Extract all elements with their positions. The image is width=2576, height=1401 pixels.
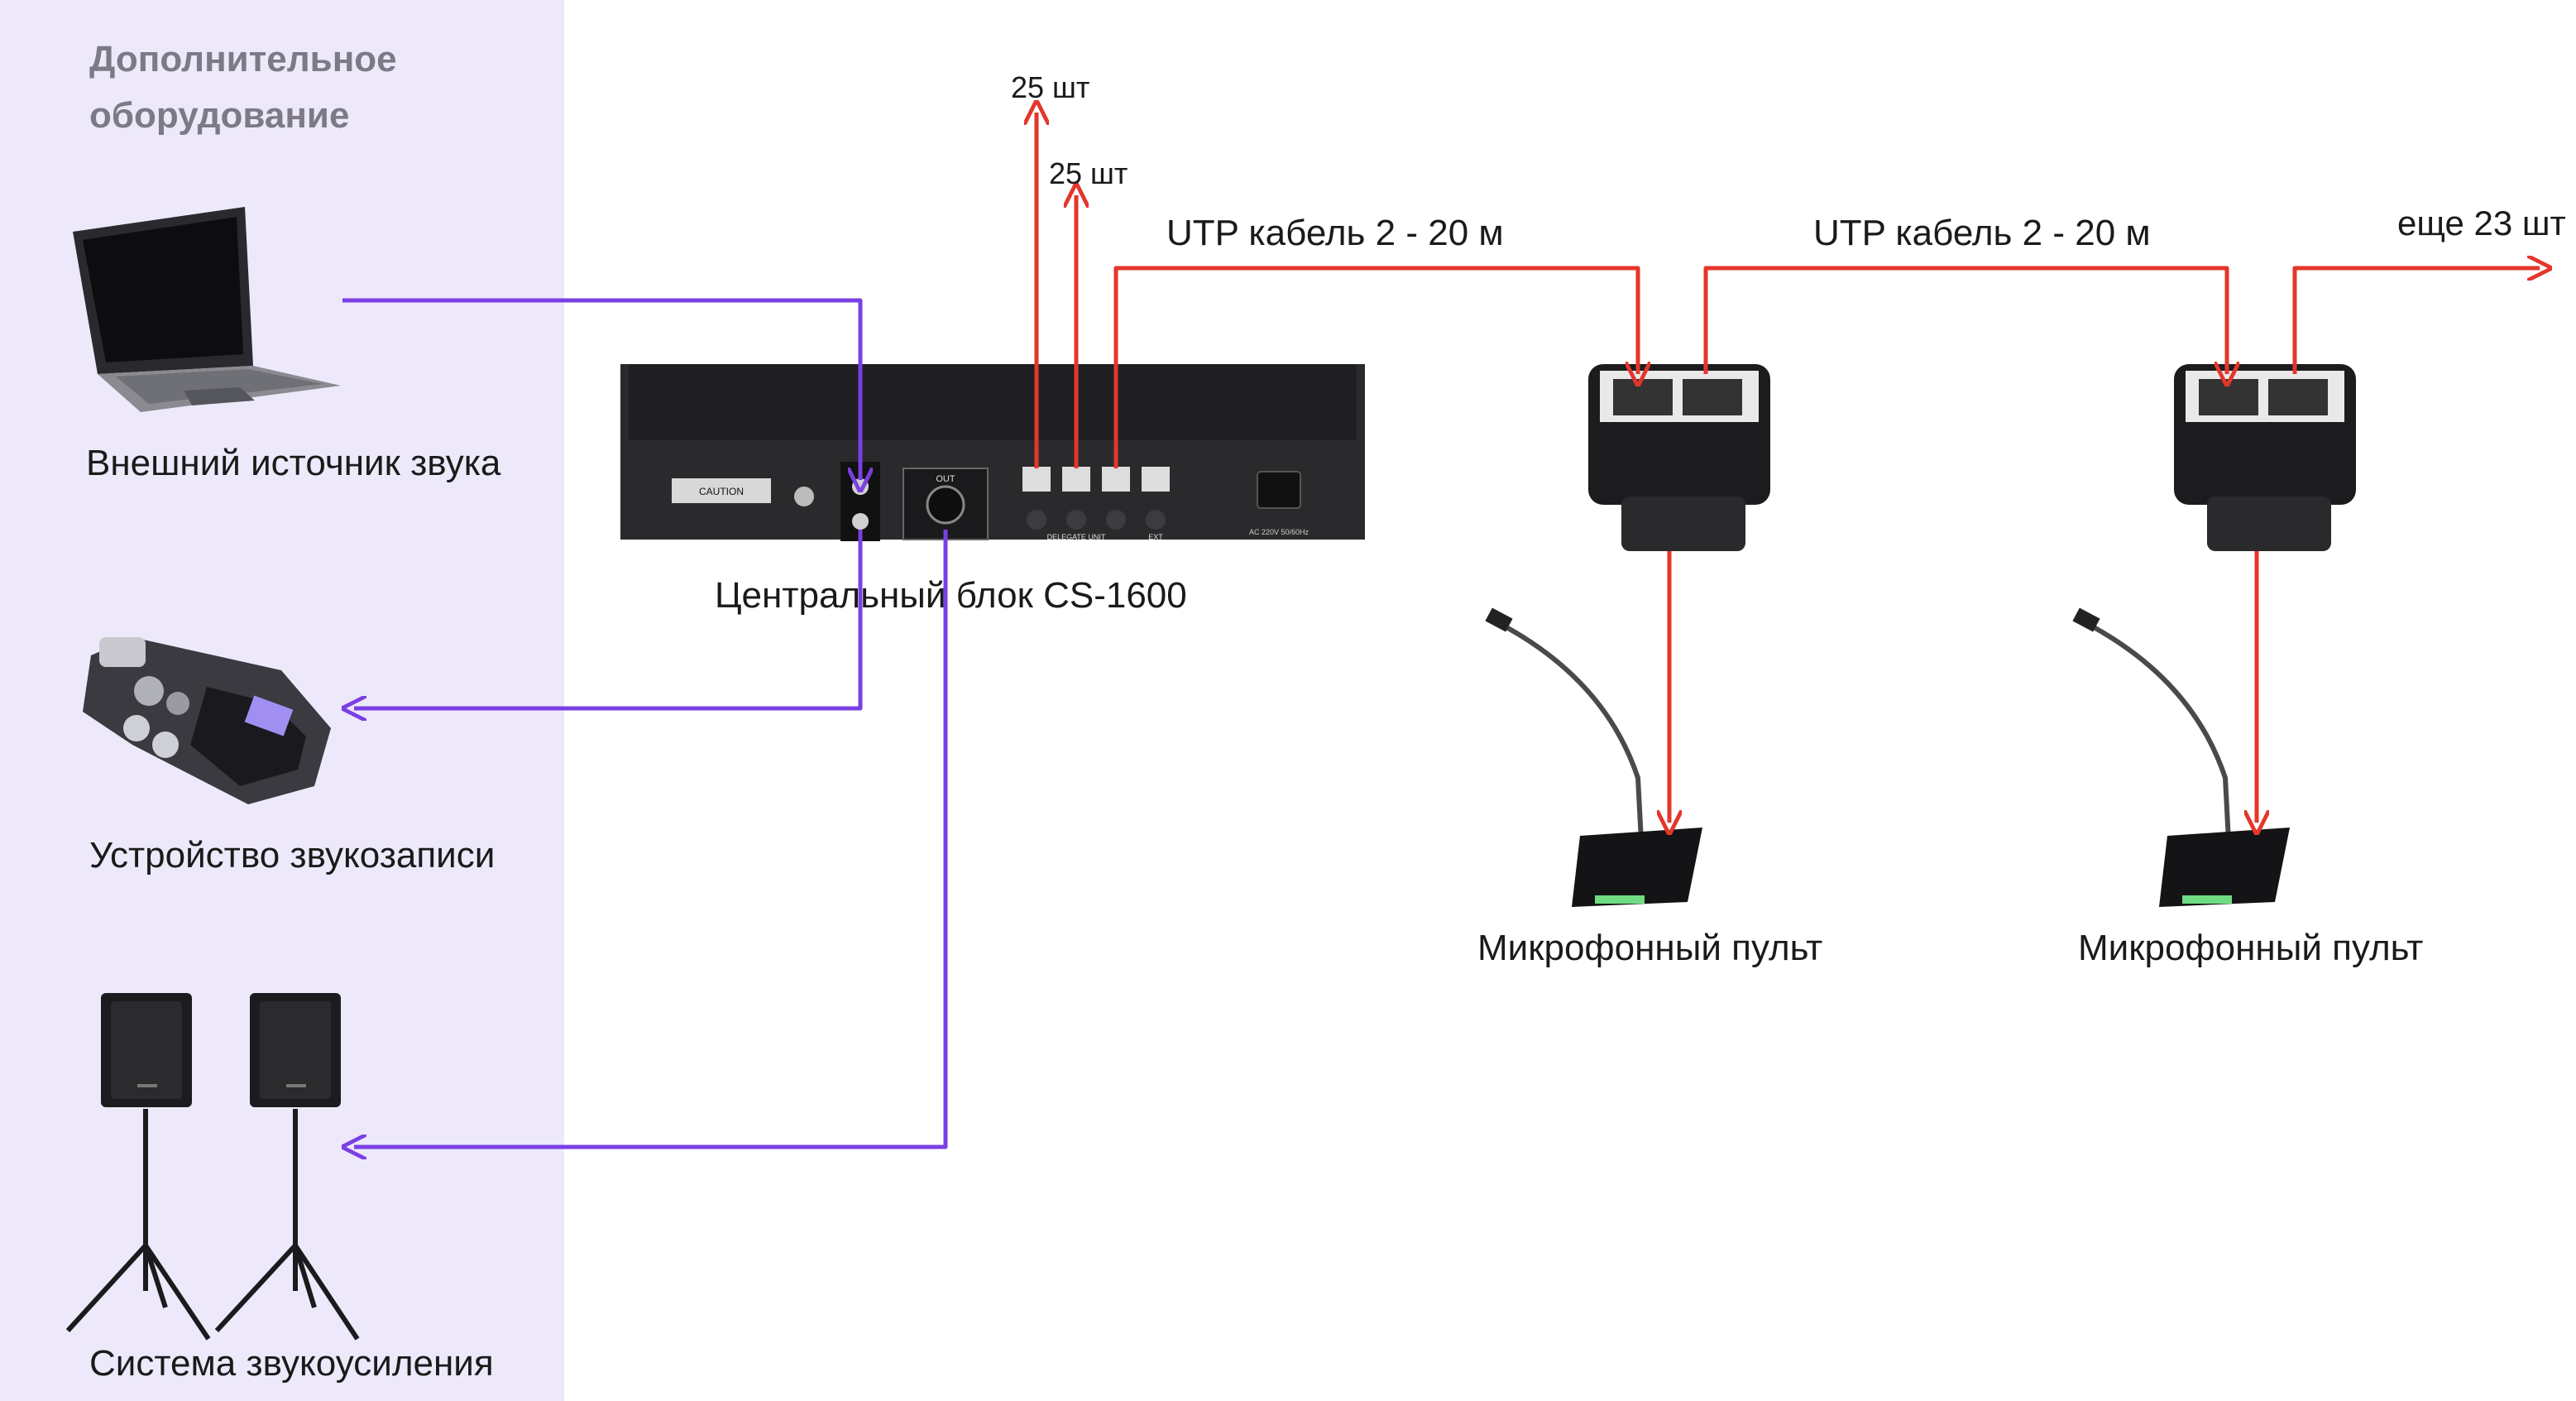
laptop-icon bbox=[73, 207, 341, 412]
label-external-source: Внешний источник звука bbox=[86, 443, 501, 483]
label-cable-1: UTP кабель 2 - 20 м bbox=[1166, 213, 1504, 253]
microphone-console-icon bbox=[1485, 607, 1702, 907]
label-branch-2: 25 шт bbox=[1049, 156, 1128, 190]
out-text: OUT bbox=[936, 474, 955, 484]
label-console-1: Микрофонный пульт bbox=[1477, 928, 1823, 968]
rj45-splitter-icon bbox=[2174, 364, 2356, 551]
label-more-units: еще 23 шт bbox=[2397, 204, 2566, 242]
connection-line-audio-source bbox=[342, 298, 860, 480]
audio-recorder-icon bbox=[83, 637, 331, 804]
delegate-unit-text: DELEGATE UNIT bbox=[1047, 533, 1106, 541]
ext-text: EXT bbox=[1148, 533, 1163, 541]
ac-text: AC 220V 50/60Hz bbox=[1249, 528, 1310, 536]
panel-title: Дополнительное оборудование bbox=[89, 39, 397, 136]
microphone-console-icon bbox=[2072, 607, 2290, 907]
label-recorder: Устройство звукозаписи bbox=[89, 835, 496, 876]
label-console-2: Микрофонный пульт bbox=[2078, 928, 2424, 968]
label-cable-2: UTP кабель 2 - 20 м bbox=[1813, 213, 2151, 253]
connection-line-recorder bbox=[354, 530, 863, 708]
label-branch-1: 25 шт bbox=[1011, 70, 1090, 104]
label-central-unit: Центральный блок CS-1600 bbox=[715, 575, 1187, 616]
label-speaker-system: Система звукоусиления bbox=[89, 1343, 494, 1384]
rj45-splitter-icon bbox=[1588, 364, 1770, 551]
connection-line-speakers bbox=[354, 530, 948, 1147]
network-line-more bbox=[2292, 268, 2540, 374]
rack-unit-icon: CAUTION OUT DELEGATE UNIT EXT AC 220V 50… bbox=[620, 364, 1365, 541]
network-line-main bbox=[1113, 266, 1638, 468]
speaker-system-icon bbox=[65, 993, 360, 1341]
caution-text: CAUTION bbox=[699, 486, 744, 497]
network-line-link bbox=[1703, 266, 2227, 374]
